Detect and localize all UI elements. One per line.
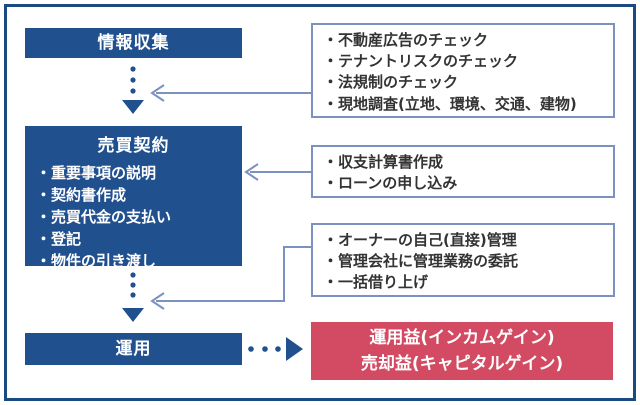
note-box-financing: ・収支計算書作成 ・ローンの申し込み — [311, 145, 615, 198]
list-item: ・法規制のチェック — [323, 73, 459, 92]
step-box-sales-contract: 売買契約 ・重要事項の説明 ・契約書作成 ・売買代金の支払い ・登記 ・物件の引… — [25, 126, 242, 270]
list-item: ・テナントリスクのチェック — [323, 52, 519, 71]
result-line-capital-gain: 売却益(キャピタルゲイン) — [360, 354, 564, 374]
list-item: ・管理会社に管理業務の委託 — [323, 252, 519, 270]
note1-connector-arrow — [150, 84, 311, 102]
result-box-gains: 運用益(インカムゲイン) 売却益(キャピタルゲイン) — [311, 322, 613, 380]
step-box-information-gathering: 情報収集 — [25, 28, 242, 58]
list-item: ・重要事項の説明 — [36, 164, 157, 182]
list-item: ・登記 — [36, 230, 82, 248]
list-item: ・ローンの申し込み — [323, 174, 458, 192]
list-item: ・オーナーの自己(直接)管理 — [323, 231, 517, 249]
dotted-right-arrow — [248, 337, 303, 361]
result-line-income-gain: 運用益(インカムゲイン) — [369, 328, 555, 348]
note-box-management-options: ・オーナーの自己(直接)管理 ・管理会社に管理業務の委託 ・一括借り上げ — [311, 223, 615, 297]
list-item: ・売買代金の支払い — [36, 208, 172, 226]
sales-contract-list: ・重要事項の説明 ・契約書作成 ・売買代金の支払い ・登記 ・物件の引き渡し — [25, 162, 242, 272]
list-item: ・一括借り上げ — [323, 273, 429, 291]
list-item: ・不動産広告のチェック — [323, 31, 489, 49]
dotted-down-arrow-2 — [122, 272, 144, 322]
step-title-sales-contract: 売買契約 — [97, 136, 170, 156]
list-item: ・現地調査(立地、環境、交通、建物) — [323, 94, 577, 113]
step-box-operation: 運用 — [25, 333, 242, 365]
note-box-research-checklist: ・不動産広告のチェック ・テナントリスクのチェック ・法規制のチェック ・現地調… — [311, 23, 615, 118]
list-item: ・物件の引き渡し — [36, 252, 157, 270]
list-item: ・契約書作成 — [36, 186, 127, 204]
note2-connector-arrow — [244, 163, 311, 181]
dotted-down-arrow-1 — [122, 66, 144, 114]
list-item: ・収支計算書作成 — [323, 153, 444, 171]
